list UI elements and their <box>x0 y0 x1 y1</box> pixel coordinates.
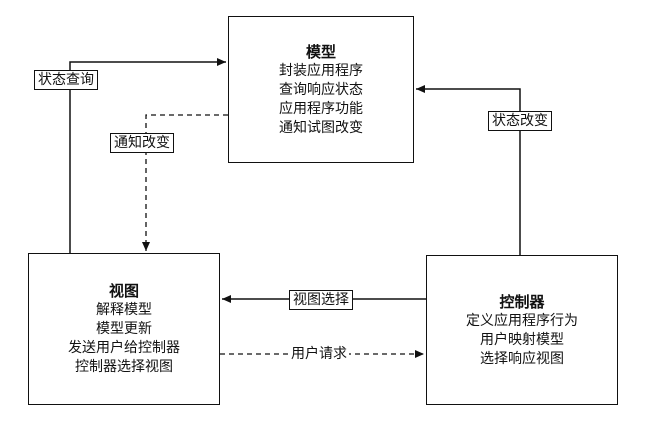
edge-notify-change <box>142 114 228 251</box>
view-line: 模型更新 <box>96 321 152 337</box>
view-line: 控制器选择视图 <box>75 359 173 375</box>
view-line: 发送用户给控制器 <box>68 340 180 356</box>
model-title: 模型 <box>305 42 336 61</box>
view-line: 解释模型 <box>96 302 152 318</box>
edge-state-change <box>416 85 521 255</box>
model-line: 封装应用程序 <box>279 62 363 79</box>
edge-state-query <box>69 58 226 253</box>
view-box: 视图 解释模型 模型更新 发送用户给控制器 控制器选择视图 <box>28 253 220 405</box>
model-line: 查询响应状态 <box>279 81 363 98</box>
view-title: 视图 <box>108 282 139 300</box>
model-line: 通知试图改变 <box>279 119 363 136</box>
edge-label-state-change: 状态改变 <box>488 111 552 131</box>
edge-label-view-select: 视图选择 <box>289 290 353 310</box>
edge-label-state-query: 状态查询 <box>34 70 98 90</box>
controller-line: 选择响应视图 <box>480 350 564 367</box>
model-line: 应用程序功能 <box>279 100 363 117</box>
controller-title: 控制器 <box>499 292 545 311</box>
edge-label-notify-change: 通知改变 <box>110 133 174 153</box>
model-box: 模型 封装应用程序 查询响应状态 应用程序功能 通知试图改变 <box>228 16 414 163</box>
controller-line: 定义应用程序行为 <box>466 312 578 329</box>
edge-label-user-request: 用户请求 <box>289 345 349 363</box>
controller-box: 控制器 定义应用程序行为 用户映射模型 选择响应视图 <box>426 255 618 405</box>
controller-line: 用户映射模型 <box>480 331 564 348</box>
